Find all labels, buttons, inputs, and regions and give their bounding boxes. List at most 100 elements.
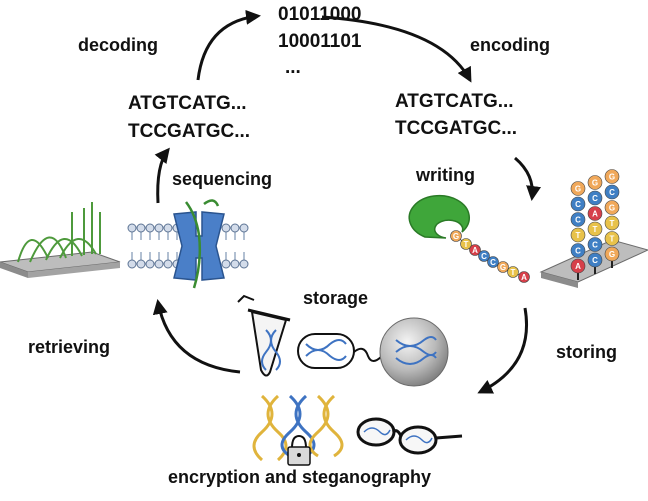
lock-icon <box>287 434 311 466</box>
array-nucleotide <box>570 196 586 212</box>
lipid-head <box>127 259 137 269</box>
chain-nucleotide-label: C <box>481 252 487 261</box>
chain-nucleotide <box>450 230 462 242</box>
gold-dna-left <box>252 394 288 462</box>
chain-nucleotide <box>518 271 530 283</box>
label-sequencing: sequencing <box>172 169 272 189</box>
sequencing-chip-illustration <box>0 202 121 278</box>
array-nucleotide <box>570 258 586 274</box>
lipid-head <box>239 223 249 233</box>
tube-dna-icon <box>261 329 281 371</box>
array-nucleotide <box>604 184 620 200</box>
lipid-head <box>154 223 164 233</box>
array-nucleotide <box>570 243 586 258</box>
array-nucleotide <box>587 175 603 190</box>
lipid-head <box>154 259 164 269</box>
array-nucleotide-label: C <box>592 194 598 203</box>
array-nucleotide-label: C <box>592 241 598 250</box>
chain-nucleotide-label: A <box>472 246 478 255</box>
chain-nucleotide <box>469 244 481 256</box>
chain-nucleotide-label: G <box>453 232 459 241</box>
array-nucleotide <box>570 212 586 227</box>
label-storage: storage <box>303 288 368 308</box>
arrow-writing <box>514 156 541 201</box>
enzyme-icon <box>408 194 470 239</box>
arrow-decoding <box>196 9 261 81</box>
arrow-sequencing <box>154 147 170 204</box>
array-nucleotide-label: T <box>610 235 615 244</box>
array-nucleotide <box>604 215 620 231</box>
array-nucleotide-label: C <box>609 188 615 197</box>
label-retrieving: retrieving <box>28 337 110 357</box>
lipid-head <box>221 259 231 269</box>
chip-side <box>0 262 28 278</box>
array-nucleotide <box>570 227 586 243</box>
binary-line-2: 10001101 <box>278 31 362 52</box>
sequence-right-line-1: ATGTCATG... <box>395 91 514 112</box>
lipid-head <box>163 259 173 269</box>
array-nucleotide <box>604 200 620 215</box>
chain-nucleotide <box>478 250 490 262</box>
lipid-head <box>127 223 137 233</box>
storage-illustration <box>237 294 449 387</box>
chain-nucleotide-label: G <box>500 263 506 272</box>
array-nucleotide-label: C <box>575 200 581 209</box>
arrow-encoding <box>321 15 472 83</box>
lipid-head <box>145 223 155 233</box>
array-nucleotide-label: G <box>609 173 615 182</box>
lipid-head <box>239 259 249 269</box>
sequence-left-line-2: TCCGATGC... <box>128 121 250 142</box>
chain-nucleotide <box>487 256 499 268</box>
binary-line-3: ... <box>285 57 301 78</box>
array-nucleotide <box>587 190 603 206</box>
array-nucleotide <box>604 246 620 262</box>
array-nucleotide <box>604 169 620 184</box>
silica-bead-icon <box>379 317 449 387</box>
label-encryption-steganography: encryption and steganography <box>168 467 431 487</box>
chain-nucleotide-label: T <box>464 240 469 249</box>
array-nucleotide-label: G <box>592 179 598 188</box>
capsule-icon <box>297 333 383 369</box>
lipid-head <box>221 223 231 233</box>
array-nucleotide-label: C <box>575 247 581 256</box>
array-nucleotide <box>604 231 620 246</box>
lipid-head <box>230 259 240 269</box>
lipid-head <box>145 259 155 269</box>
array-nucleotide-label: C <box>592 256 598 265</box>
chain-nucleotide <box>507 266 519 278</box>
arrow-storing <box>477 307 528 394</box>
chain-nucleotide-label: C <box>490 258 496 267</box>
array-nucleotide-label: T <box>610 219 615 228</box>
label-storing: storing <box>556 342 617 362</box>
cycle-arrows <box>152 9 541 394</box>
array-nucleotide-label: T <box>593 225 598 234</box>
array-nucleotide <box>587 252 603 268</box>
nanopore-illustration <box>127 199 249 289</box>
membrane-lipids <box>127 223 249 269</box>
chip-strands <box>17 202 101 263</box>
lipid-head <box>136 223 146 233</box>
label-encoding: encoding <box>470 35 550 55</box>
chain-nucleotide <box>460 238 472 250</box>
gold-dna-right <box>308 394 344 458</box>
array-nucleotide-label: G <box>609 250 615 259</box>
microtube-icon <box>237 294 291 377</box>
glasses-icon <box>356 417 463 455</box>
binary-line-1: 01011000 <box>278 4 362 25</box>
arrow-retrieving <box>152 299 241 374</box>
label-decoding: decoding <box>78 35 158 55</box>
sequence-left-line-1: ATGTCATG... <box>128 93 247 114</box>
sequence-left: ATGTCATG... TCCGATGC... <box>128 93 250 142</box>
array-nucleotide-label: A <box>575 262 581 271</box>
array-nucleotide-label: G <box>575 185 581 194</box>
array-nucleotide <box>587 206 603 221</box>
translocating-strand <box>185 201 202 289</box>
lipid-head <box>136 259 146 269</box>
sequence-right-line-2: TCCGATGC... <box>395 118 517 139</box>
lipid-head <box>163 223 173 233</box>
chain-nucleotide-label: A <box>521 273 527 282</box>
lipid-head <box>230 223 240 233</box>
